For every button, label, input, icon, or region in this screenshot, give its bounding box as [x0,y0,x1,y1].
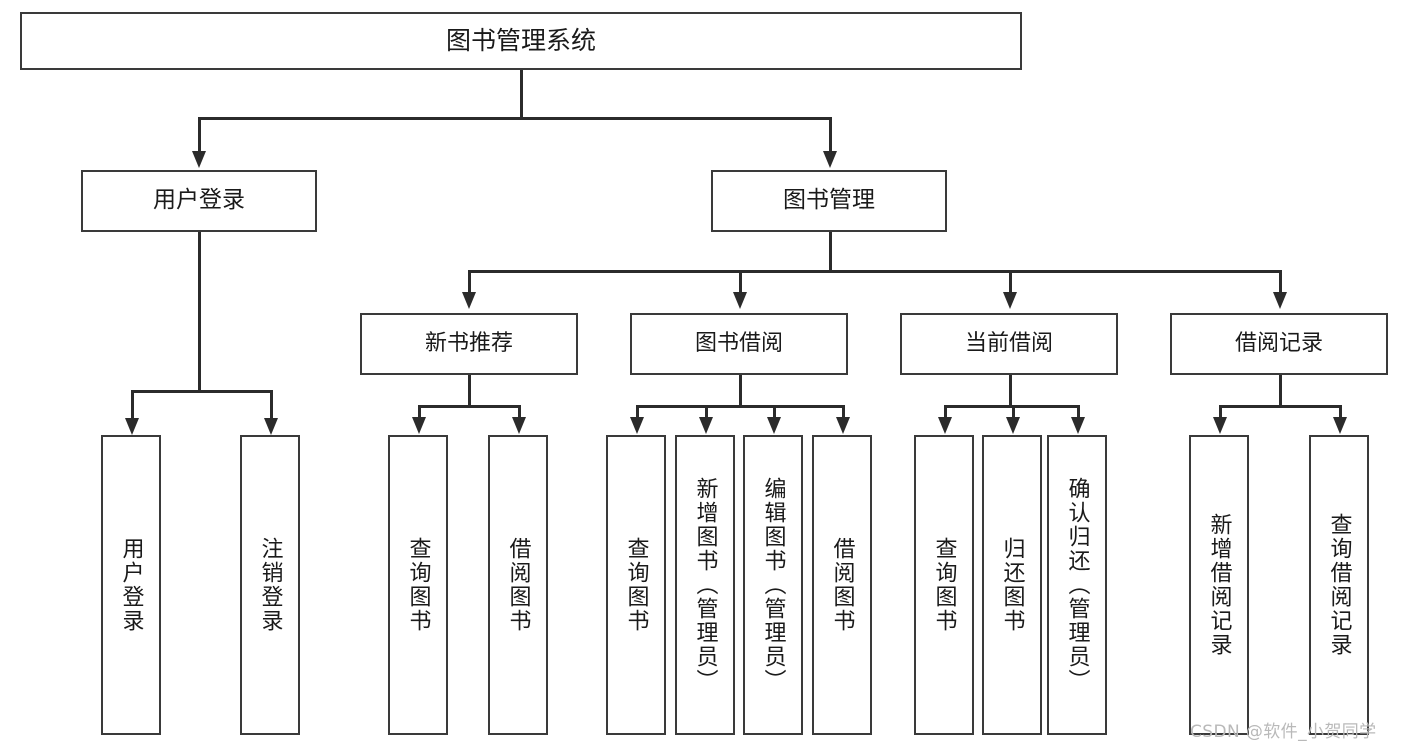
arrow-to-book-borrow [733,292,747,309]
connector-drop-query-book-3 [944,405,947,421]
connector-drop-query-book-1 [418,405,421,421]
arrow-to-book-manage [823,151,837,168]
leaf-query-book-1[interactable]: 查询图书 [388,435,448,735]
connector-borrow-record-bus [1219,405,1341,408]
arrow-to-borrow-book-2 [836,417,850,434]
connector-drop-return-book [1012,405,1015,421]
node-label: 用户登录 [153,187,245,214]
leaf-add-book[interactable]: 新增图书（管理员） [675,435,735,735]
arrow-to-query-record [1333,417,1347,434]
connector-user-login-stem [198,232,201,390]
connector-borrow-record-stem [1279,375,1282,405]
node-label: 借阅图书 [829,537,855,633]
arrow-to-current-borrow [1003,292,1017,309]
arrow-to-borrow-record [1273,292,1287,309]
connector-drop-leaf-logout [270,390,273,422]
connector-drop-borrow-record [1279,270,1282,296]
arrow-to-new-book-recommend [462,292,476,309]
connector-current-borrow-stem [1009,375,1012,405]
connector-drop-query-record [1339,405,1342,421]
node-label: 查询借阅记录 [1326,513,1352,657]
leaf-user-login[interactable]: 用户登录 [101,435,161,735]
connector-new-book-recommend-bus [418,405,520,408]
arrow-to-leaf-logout [264,418,278,435]
connector-user-login-bus [131,390,271,393]
leaf-borrow-book-1[interactable]: 借阅图书 [488,435,548,735]
arrow-to-query-book-3 [938,417,952,434]
connector-book-borrow-stem [739,375,742,405]
node-label: 归还图书 [999,537,1025,633]
arrow-to-borrow-book-1 [512,417,526,434]
node-borrow-record[interactable]: 借阅记录 [1170,313,1388,375]
leaf-query-book-3[interactable]: 查询图书 [914,435,974,735]
connector-book-manage-stem [829,232,832,270]
node-label: 查询图书 [931,537,957,633]
node-label: 图书管理系统 [445,26,596,55]
connector-book-borrow-bus [636,405,844,408]
node-label: 新书推荐 [424,330,513,356]
connector-drop-book-borrow [739,270,742,296]
leaf-add-record[interactable]: 新增借阅记录 [1189,435,1249,735]
arrow-to-leaf-user-login [125,418,139,435]
node-label: 新增图书（管理员） [692,477,718,693]
arrow-to-add-record [1213,417,1227,434]
node-label: 编辑图书（管理员） [760,477,786,693]
node-current-borrow[interactable]: 当前借阅 [900,313,1118,375]
leaf-query-book-2[interactable]: 查询图书 [606,435,666,735]
node-label: 图书借阅 [694,330,783,356]
leaf-query-record[interactable]: 查询借阅记录 [1309,435,1369,735]
connector-drop-user-login [198,117,201,155]
connector-book-manage-bus [468,270,1279,273]
leaf-confirm-return[interactable]: 确认归还（管理员） [1047,435,1107,735]
connector-drop-book-manage [829,117,832,155]
arrow-to-return-book [1006,417,1020,434]
node-label: 图书管理 [783,187,875,214]
connector-drop-edit-book [773,405,776,421]
connector-drop-add-record [1219,405,1222,421]
connector-drop-new-book-recommend [468,270,471,296]
connector-drop-current-borrow [1009,270,1012,296]
connector-drop-borrow-book-2 [842,405,845,421]
leaf-return-book[interactable]: 归还图书 [982,435,1042,735]
connector-root-stem [520,70,523,117]
node-label: 新增借阅记录 [1206,513,1232,657]
arrow-to-edit-book [767,417,781,434]
connector-drop-add-book [705,405,708,421]
node-user-login[interactable]: 用户登录 [81,170,317,232]
node-label: 查询图书 [405,537,431,633]
node-book-manage[interactable]: 图书管理 [711,170,947,232]
csdn-watermark: CSDN @软件_小贺同学 [1190,722,1377,742]
connector-drop-borrow-book-1 [518,405,521,421]
node-label: 注销登录 [257,537,283,633]
node-root-book-management-system[interactable]: 图书管理系统 [20,12,1022,70]
connector-drop-query-book-2 [636,405,639,421]
connector-root-bus [198,117,832,120]
node-label: 查询图书 [623,537,649,633]
connector-drop-leaf-user-login [131,390,134,422]
connector-drop-confirm-return [1077,405,1080,421]
leaf-logout[interactable]: 注销登录 [240,435,300,735]
node-label: 借阅图书 [505,537,531,633]
arrow-to-add-book [699,417,713,434]
arrow-to-query-book-1 [412,417,426,434]
arrow-to-confirm-return [1071,417,1085,434]
connector-current-borrow-bus [944,405,1078,408]
arrow-to-query-book-2 [630,417,644,434]
leaf-borrow-book-2[interactable]: 借阅图书 [812,435,872,735]
node-book-borrow[interactable]: 图书借阅 [630,313,848,375]
node-label: 用户登录 [118,537,144,633]
leaf-edit-book[interactable]: 编辑图书（管理员） [743,435,803,735]
node-label: 确认归还（管理员） [1064,477,1090,693]
node-label: 当前借阅 [964,330,1053,356]
connector-new-book-recommend-stem [468,375,471,405]
arrow-to-user-login [192,151,206,168]
node-new-book-recommend[interactable]: 新书推荐 [360,313,578,375]
node-label: 借阅记录 [1234,330,1323,356]
